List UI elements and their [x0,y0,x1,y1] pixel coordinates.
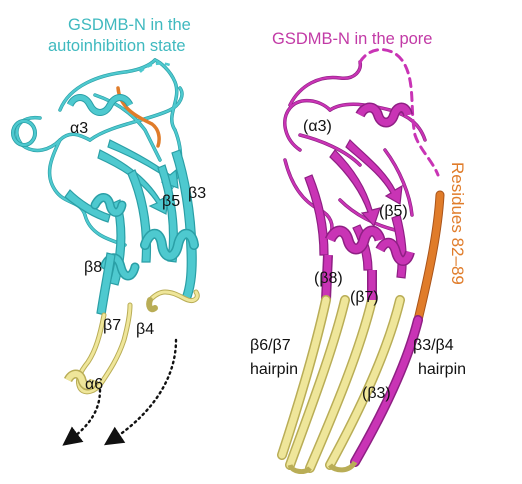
right-label-beta5: (β5) [379,203,408,220]
left-structure: GSDMB-N in the autoinhibition state [11,16,206,446]
left-dotted-arrow-1 [62,388,102,446]
right-label-beta8: (β8) [314,270,343,287]
left-label-beta7: β7 [103,317,121,334]
left-lower-strands [96,252,116,316]
right-label-hairpin67-line1: β6/β7 [250,337,291,354]
left-label-beta4: β4 [136,321,154,338]
right-alpha3-helix [355,102,413,128]
right-label-hairpin34-line2: hairpin [418,361,466,378]
right-dashed-loop [358,48,440,177]
left-dotted-arrow-2 [103,338,178,446]
left-label-alpha6: α6 [85,376,103,393]
right-label-beta7: (β7) [350,289,379,306]
left-title-line2: autoinhibition state [48,37,186,55]
right-label-beta3: (β3) [362,385,391,402]
left-label-beta3: β3 [188,185,206,202]
left-label-alpha3: α3 [70,120,88,137]
left-alpha3-helix [66,94,134,116]
right-helices [324,225,415,266]
right-beta-sheet [304,139,407,279]
residues-label: Residues 82–89 [448,162,467,285]
left-label-beta5: β5 [162,193,180,210]
left-alpha6-helix [63,369,99,391]
left-dashed-loop [139,62,173,73]
right-title: GSDMB-N in the pore [272,30,432,48]
right-label-hairpin34-line1: β3/β4 [413,337,454,354]
right-label-alpha3: (α3) [303,118,332,135]
left-label-beta8: β8 [84,259,102,276]
right-hairpin-strands [277,254,423,475]
right-structure: GSDMB-N in the pore [250,30,467,475]
left-helices [90,193,199,281]
left-yellow-hairpin [75,289,200,395]
right-label-hairpin67-line2: hairpin [250,361,298,378]
left-title-line1: GSDMB-N in the [68,16,191,34]
left-orange-segment [116,86,161,148]
left-beta-sheet [64,139,197,301]
